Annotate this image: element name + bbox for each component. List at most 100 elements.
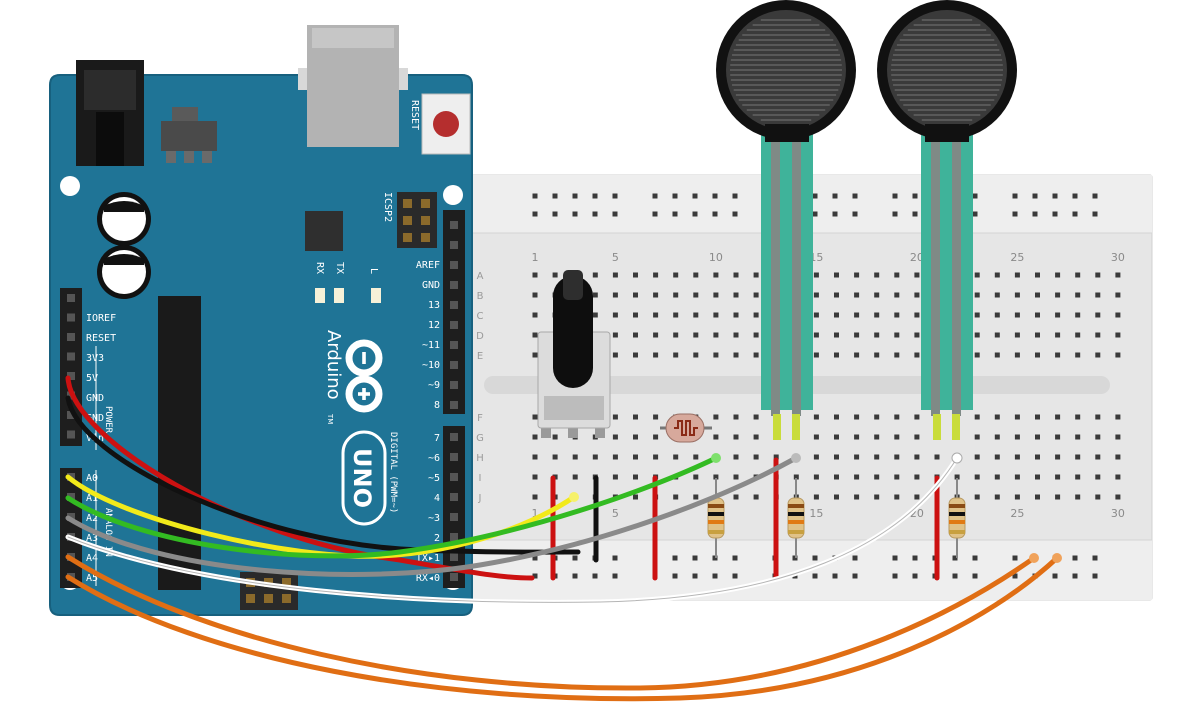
rail-hole bbox=[672, 211, 678, 217]
breadboard-hole bbox=[914, 332, 920, 338]
breadboard-hole bbox=[1115, 454, 1121, 460]
column-number: 5 bbox=[612, 507, 619, 520]
rail-hole bbox=[612, 555, 618, 561]
breadboard-hole bbox=[713, 292, 719, 298]
rail-hole bbox=[532, 573, 538, 579]
l-label: L bbox=[368, 268, 379, 274]
breadboard-hole bbox=[994, 414, 1000, 420]
rail-hole bbox=[1052, 573, 1058, 579]
uno-badge bbox=[341, 430, 387, 526]
breadboard-hole bbox=[1035, 292, 1040, 298]
breadboard-hole bbox=[552, 434, 558, 440]
breadboard-hole bbox=[673, 352, 679, 358]
breadboard-hole bbox=[532, 434, 538, 440]
breadboard-hole bbox=[532, 474, 538, 480]
header-pin bbox=[450, 381, 458, 389]
breadboard-hole bbox=[974, 352, 980, 358]
wire-a1-green bbox=[65, 455, 719, 559]
rail-hole bbox=[812, 573, 818, 579]
breadboard-hole bbox=[813, 352, 819, 358]
breadboard-hole bbox=[592, 312, 598, 318]
breadboard-hole bbox=[653, 434, 659, 440]
pin-label: 3V3 bbox=[86, 353, 104, 364]
header-pin bbox=[450, 493, 458, 501]
breadboard-hole bbox=[1095, 494, 1101, 500]
rail-hole bbox=[652, 211, 658, 217]
rail-hole bbox=[1092, 211, 1098, 217]
breadboard-hole bbox=[1095, 434, 1101, 440]
breadboard-hole bbox=[713, 332, 719, 338]
rail-hole bbox=[532, 555, 538, 561]
header-pin bbox=[450, 453, 458, 461]
breadboard-hole bbox=[1095, 474, 1101, 480]
breadboard-hole bbox=[854, 494, 860, 500]
rail-hole bbox=[852, 193, 858, 199]
breadboard-hole bbox=[532, 494, 538, 500]
breadboard-hole bbox=[1035, 312, 1040, 318]
rail-hole bbox=[1012, 193, 1018, 199]
wire-a2-gray bbox=[65, 455, 799, 577]
breadboard-hole bbox=[974, 474, 980, 480]
digital-header-bottom bbox=[443, 426, 465, 588]
breadboard-hole bbox=[1115, 414, 1121, 420]
column-number: 1 bbox=[532, 251, 539, 264]
capacitor bbox=[97, 192, 151, 246]
rail-hole bbox=[812, 555, 818, 561]
breadboard-hole bbox=[954, 474, 960, 480]
breadboard-hole bbox=[914, 434, 920, 440]
uno-label: UNO bbox=[348, 448, 376, 508]
pin-label: 5V bbox=[86, 373, 98, 384]
breadboard-hole bbox=[713, 434, 719, 440]
breadboard-hole bbox=[834, 352, 839, 358]
rail-hole bbox=[1072, 573, 1078, 579]
breadboard-hole bbox=[753, 434, 759, 440]
rail-hole bbox=[812, 211, 818, 217]
breadboard-hole bbox=[813, 494, 819, 500]
rail-hole bbox=[692, 211, 698, 217]
pin-label: GND bbox=[422, 280, 440, 291]
row-letter: I bbox=[479, 473, 482, 484]
breadboard-hole bbox=[813, 414, 819, 420]
breadboard-hole bbox=[633, 292, 638, 298]
breadboard-hole bbox=[713, 474, 719, 480]
rail-hole bbox=[612, 193, 618, 199]
rail-hole bbox=[652, 193, 658, 199]
rail-hole bbox=[892, 193, 898, 199]
rail-hole bbox=[732, 555, 738, 561]
breadboard-hole bbox=[633, 474, 638, 480]
breadboard-hole bbox=[713, 312, 719, 318]
breadboard-hole bbox=[994, 494, 1000, 500]
breadboard-hole bbox=[1095, 332, 1101, 338]
breadboard-hole bbox=[572, 474, 578, 480]
row-letter: J bbox=[478, 493, 482, 504]
header-pin bbox=[450, 341, 458, 349]
breadboard-hole bbox=[713, 352, 719, 358]
breadboard-jumpers bbox=[550, 457, 940, 581]
rail-hole bbox=[892, 573, 898, 579]
breadboard-hole bbox=[974, 414, 980, 420]
breadboard-hole bbox=[974, 434, 980, 440]
breadboard-hole bbox=[1095, 414, 1101, 420]
breadboard-hole bbox=[693, 312, 699, 318]
breadboard-hole bbox=[733, 352, 739, 358]
breadboard-hole bbox=[914, 454, 920, 460]
pin-labels: IOREFRESET3V35VGNDGNDVinA0A1A2A3A4A5AREF… bbox=[86, 260, 440, 584]
rail-hole bbox=[972, 193, 978, 199]
capacitor bbox=[97, 245, 151, 299]
breadboard-hole bbox=[914, 474, 920, 480]
header-pin bbox=[450, 533, 458, 541]
breadboard-hole bbox=[974, 332, 980, 338]
header-pin bbox=[450, 573, 458, 581]
row-letter: F bbox=[477, 413, 483, 424]
column-number: 1 bbox=[532, 507, 539, 520]
breadboard-hole bbox=[633, 332, 638, 338]
breadboard-hole bbox=[693, 474, 699, 480]
breadboard-hole bbox=[874, 494, 880, 500]
breadboard-hole bbox=[1115, 312, 1121, 318]
header-pin bbox=[450, 261, 458, 269]
icsp2-header bbox=[397, 192, 437, 248]
breadboard-hole bbox=[733, 292, 739, 298]
pin-label: 4 bbox=[434, 493, 440, 504]
breadboard-hole bbox=[813, 434, 819, 440]
breadboard-hole bbox=[733, 332, 739, 338]
